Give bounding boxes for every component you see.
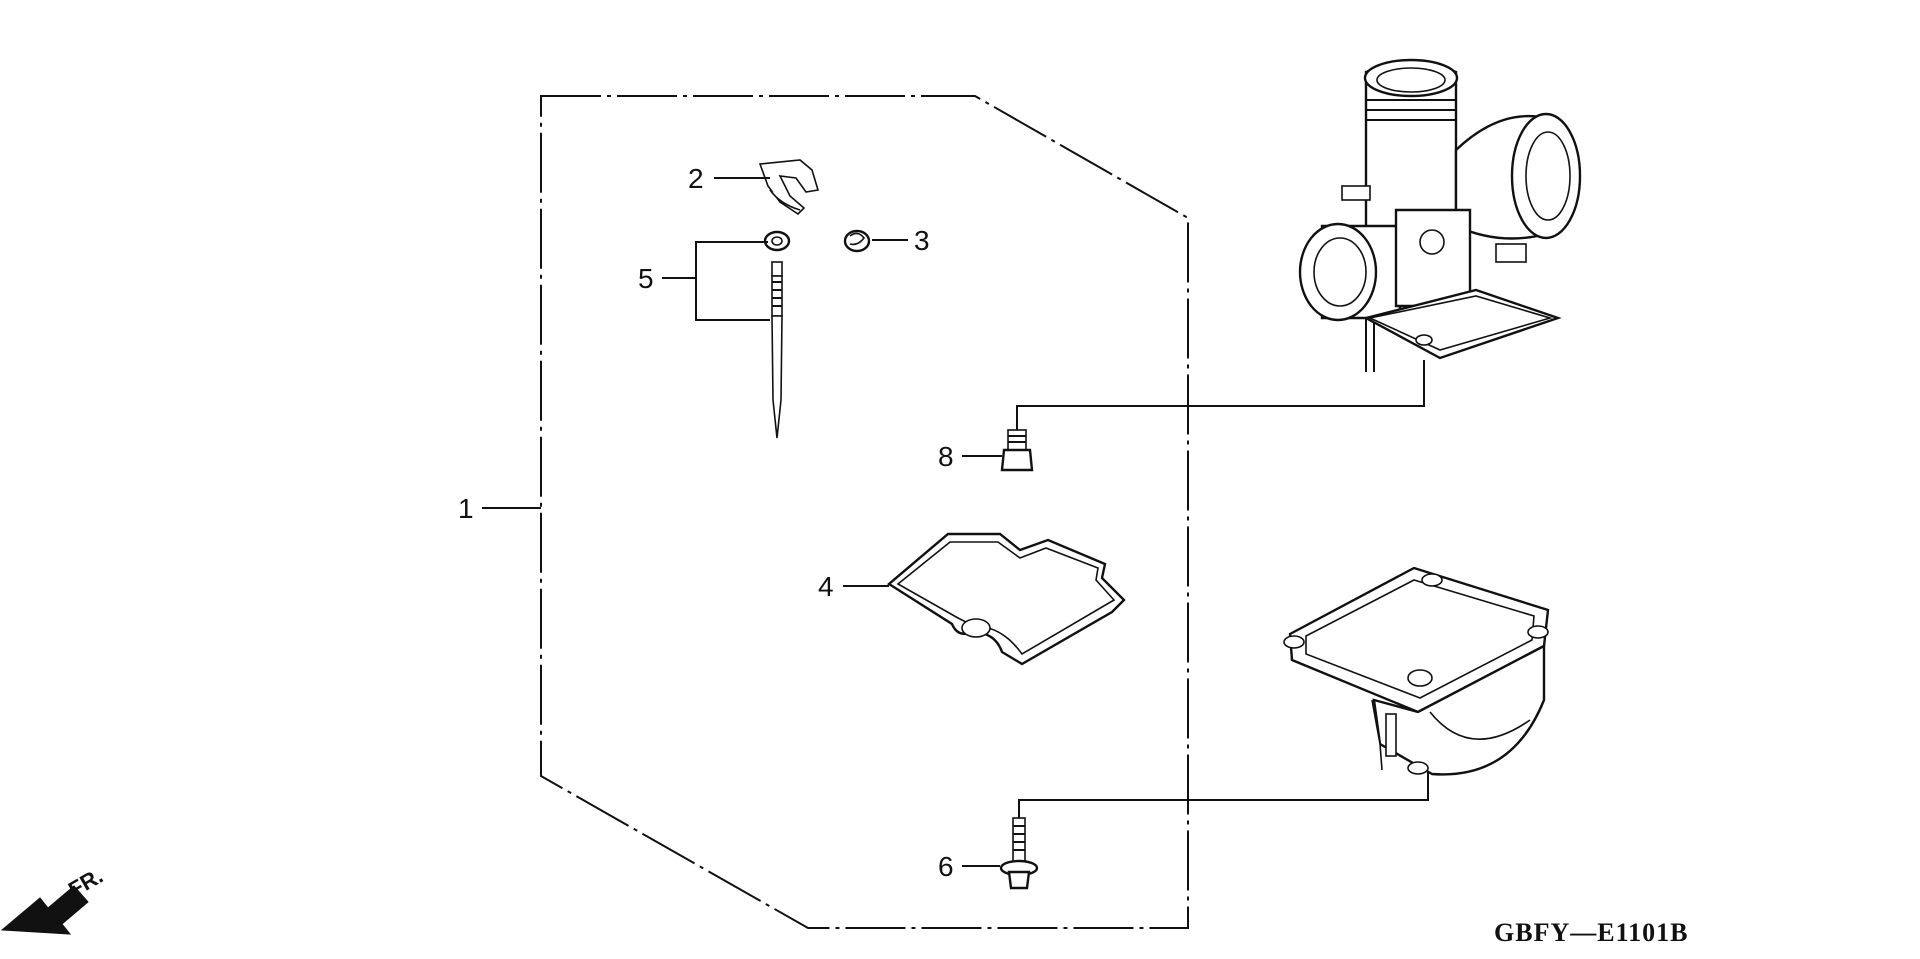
front-direction-arrow: FR. [0,863,107,935]
kit-boundary [540,95,1189,929]
float-bowl [1283,566,1550,776]
washer-ring[interactable] [843,229,871,253]
diagram-code: GBFY—E1101B [1494,918,1688,947]
float-chamber-gasket[interactable] [886,532,1126,666]
leader-6-to-float-bowl [1018,768,1429,818]
drain-screw[interactable] [1000,429,1034,472]
callout-label-2: 2 [688,163,704,194]
callout-2[interactable]: 2 [688,163,770,194]
callout-4[interactable]: 4 [818,571,889,602]
needle-clip[interactable] [758,159,820,216]
callout-1[interactable]: 1 [458,493,541,524]
callout-label-4: 4 [818,571,834,602]
callout-8[interactable]: 8 [938,441,1002,472]
callout-5[interactable]: 5 [638,241,770,321]
arrow-icon [0,885,89,935]
callout-label-5: 5 [638,263,654,294]
callout-label-1: 1 [458,493,474,524]
float-chamber-screw[interactable] [999,817,1039,890]
carburetor-body [1298,58,1582,372]
callout-label-8: 8 [938,441,954,472]
callout-6[interactable]: 6 [938,851,1000,882]
callout-label-6: 6 [938,851,954,882]
callout-label-3: 3 [914,225,930,256]
jet-needle[interactable] [763,230,791,439]
callout-3[interactable]: 3 [872,225,930,256]
leader-8-to-carburetor [1016,360,1425,430]
